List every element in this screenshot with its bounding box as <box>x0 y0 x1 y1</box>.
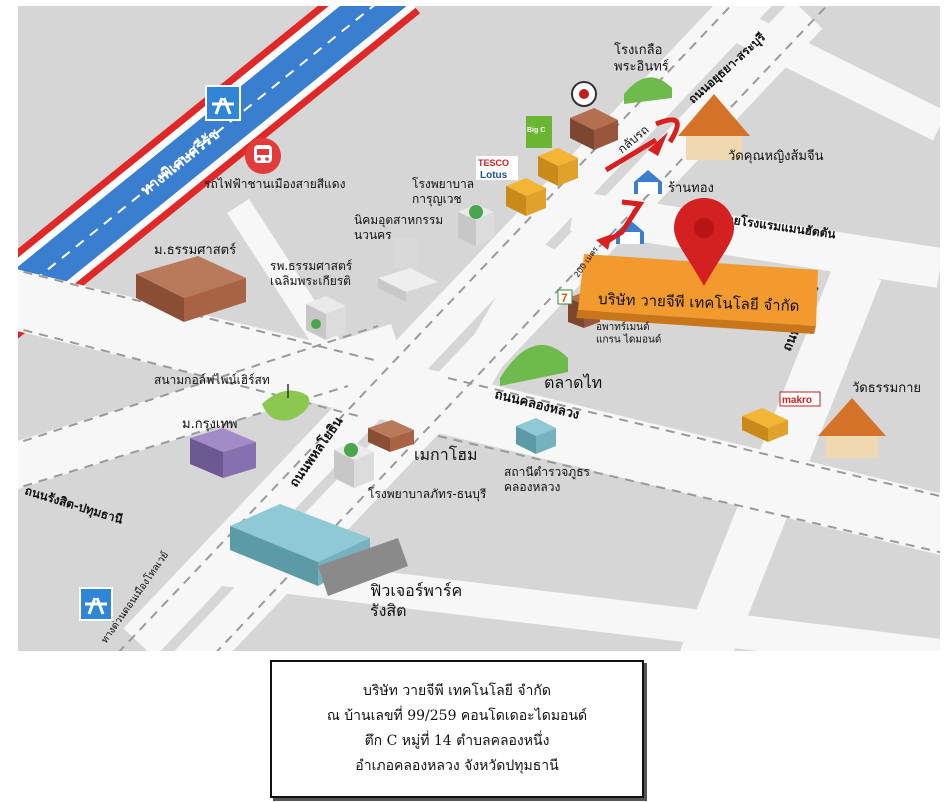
building-market-greenhouse <box>500 344 568 386</box>
label-line: สนามกอล์ฟไพน์เฮิร์สท <box>154 373 270 387</box>
building-makro <box>742 408 788 442</box>
label-line: คลองหลวง <box>504 480 560 494</box>
address-box: บริษัท วายจีพี เทคโนโลยี จำกัด ณ บ้านเลข… <box>270 660 644 798</box>
location-pin-icon <box>571 81 597 107</box>
temple-icon <box>818 398 886 458</box>
label-line: แกรน ไดมอนด์ <box>596 334 661 346</box>
label-salt-factory: โรงเกลือพระอินทร์ <box>614 42 669 74</box>
address-line-company: บริษัท วายจีพี เทคโนโลยี จำกัด <box>363 683 551 699</box>
golf-course <box>262 384 310 421</box>
arrow-icon <box>604 117 680 245</box>
label-line: ม.กรุงเทพ <box>182 417 238 432</box>
label-line: ร้านทอง <box>668 181 714 196</box>
label-line: ตลาดไท <box>544 373 602 392</box>
label-police-station: สถานีตำรวจภูธรคลองหลวง <box>504 465 591 494</box>
label-thammasat-hospital: รพ.ธรรมศาสตร์เฉลิมพระเกียรติ <box>270 259 353 288</box>
label-red-line-train: รถไฟฟ้าชานเมืองสายสีแดง <box>204 177 345 191</box>
label-golf-course: สนามกอล์ฟไพน์เฮิร์สท <box>154 373 270 387</box>
tollway-band <box>18 6 421 339</box>
label-line: พระอินทร์ <box>614 58 669 74</box>
building-future-park <box>230 504 408 596</box>
address-line-house-number: ณ บ้านเลขที่ 99/259 คอนโดเดอะไดมอนด์ <box>326 708 588 724</box>
label-temple-thammakai: วัดธรรมกาย <box>852 381 921 396</box>
label-line: รถไฟฟ้าชานเมืองสายสีแดง <box>204 177 345 191</box>
building-shops <box>506 108 618 216</box>
brand-tesco-sign: TESCO Lotus <box>476 156 518 181</box>
label-line: รังสิต <box>370 601 407 620</box>
label-line: อพาทร์เมนต์ <box>596 321 650 333</box>
label-gold-shop: ร้านทอง <box>668 181 714 196</box>
label-line: วัดคุณหญิงส้มจีน <box>728 148 824 164</box>
building-megahome <box>368 420 414 452</box>
label-line: การุญเวช <box>412 192 462 207</box>
brand-makro-sign: makro <box>779 391 821 407</box>
hospital-icon <box>458 204 494 246</box>
label-line: ฟิวเจอร์พาร์ค <box>370 581 462 600</box>
brand-bigc-sign: Big C <box>526 116 552 148</box>
hospital-icon <box>306 296 346 340</box>
label-line: โรงเกลือ <box>614 42 662 58</box>
temple-icon <box>678 94 750 160</box>
label-line: นิคมอุตสาหกรรม <box>354 213 443 228</box>
building-bangkok-univ <box>190 428 256 478</box>
label-industrial-estate: นิคมอุตสาหกรรมนวนคร <box>354 213 443 242</box>
label-line: นวนคร <box>354 228 392 242</box>
road-network <box>18 6 940 651</box>
label-megahome: เมกาโฮม <box>414 445 478 464</box>
building-gold-shop <box>634 170 662 194</box>
label-line: โรงพยาบาลภัทร-ธนบุรี <box>368 487 487 502</box>
location-map: ทางพิเศษศรีรัช ถนนอยุธยา-สระบุรี ถนนคลอง… <box>18 6 940 651</box>
brand-makro: makro <box>782 395 812 406</box>
label-market-thai: ตลาดไท <box>544 373 602 392</box>
expressway-sign-icon <box>79 587 113 621</box>
label-line: เฉลิมพระเกียรติ <box>270 274 351 288</box>
label-future-park: ฟิวเจอร์พาร์ครังสิต <box>370 581 462 620</box>
label-line: วัดธรรมกาย <box>852 381 921 396</box>
train-icon <box>245 138 281 174</box>
label-line: สถานีตำรวจภูธร <box>504 465 591 480</box>
building-police-station <box>516 418 556 454</box>
label-temple-khun-ying: วัดคุณหญิงส้มจีน <box>728 148 824 164</box>
road-label-rangsit-pathum: ถนนรังสิต-ปทุมธานี <box>23 483 125 527</box>
brand-tesco-2: Lotus <box>480 170 508 181</box>
landmark-labels: โรงเกลือพระอินทร์ วัดคุณหญิงส้มจีน ร้านท… <box>154 42 921 620</box>
building-industrial <box>378 238 438 302</box>
label-line: ม.ธรรมศาสตร์ <box>154 242 236 258</box>
brand-bigc: Big C <box>527 127 545 134</box>
expressway-sign-icon <box>205 85 241 121</box>
brand-tesco-1: TESCO <box>478 158 509 168</box>
location-pin-icon <box>674 198 734 286</box>
brand-seven-sign: 7 <box>557 289 573 305</box>
brand-seven: 7 <box>561 291 568 305</box>
label-thammasat-univ: ม.ธรรมศาสตร์ <box>154 242 236 258</box>
address-line-building: ตึก C หมู่ที่ 14 ตำบลคลองหนึ่ง <box>364 733 550 749</box>
label-line: โรงพยาบาล <box>412 177 474 191</box>
label-hospital-phatara: โรงพยาบาลภัทร-ธนบุรี <box>368 487 487 502</box>
building-thammasat <box>136 256 246 322</box>
label-line: รพ.ธรรมศาสตร์ <box>270 259 353 273</box>
label-hospital-karunyavej: โรงพยาบาลการุญเวช <box>412 177 474 207</box>
label-apartment: อพาทร์เมนต์แกรน ไดมอนด์ <box>596 321 661 346</box>
address-line-district: อำเภอคลองหลวง จังหวัดปทุมธานี <box>355 758 559 774</box>
hospital-icon <box>334 442 374 488</box>
map-canvas: ทางพิเศษศรีรัช ถนนอยุธยา-สระบุรี ถนนคลอง… <box>18 6 940 651</box>
label-bangkok-univ: ม.กรุงเทพ <box>182 417 238 432</box>
company-site: บริษัท วายจีพี เทคโนโลยี จำกัด <box>576 254 818 334</box>
building-salt-factory-greenhouse <box>624 77 672 104</box>
label-line: เมกาโฮม <box>414 445 478 464</box>
arrow-icon <box>596 132 668 250</box>
